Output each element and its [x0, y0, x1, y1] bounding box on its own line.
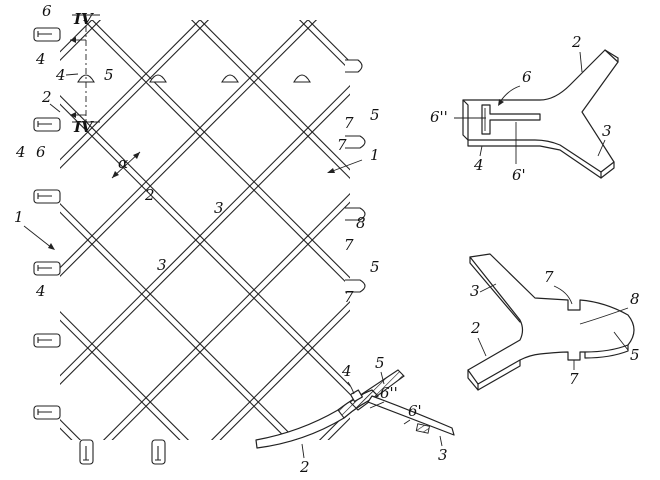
mesh-strip-descending — [60, 20, 243, 440]
mesh-strip-descending — [0, 0, 26, 480]
mesh-strip-ascending — [60, 20, 247, 440]
clip-slot — [37, 193, 52, 199]
label-5-detail2: 5 — [630, 346, 640, 364]
clip-slot — [37, 337, 52, 343]
label-4-lower: 4 — [35, 282, 46, 300]
mesh-strip-descending — [60, 20, 139, 440]
label-7-r3b: 7 — [344, 288, 354, 306]
label-6-top: 6 — [42, 2, 52, 20]
mesh-strip-ascending — [60, 20, 243, 440]
mesh-strip-descending — [153, 20, 350, 440]
clip-slot — [37, 409, 52, 415]
edge-clip-head — [345, 207, 366, 221]
section-line-iv: IV IV — [70, 10, 100, 136]
mesh-strip-ascending — [478, 0, 660, 480]
label-4-mid: 4 — [55, 66, 66, 84]
mesh-strip-ascending — [0, 0, 30, 480]
detail-clip-loop: 2 6 6'' 4 6' 3 — [430, 33, 619, 184]
label-6dd-section: 6'' — [380, 384, 398, 402]
label-2-section: 2 — [299, 458, 310, 476]
clip-slot — [37, 265, 52, 271]
label-7-r3a: 7 — [344, 236, 354, 254]
clip-slot — [37, 31, 52, 37]
label-7-r1b: 7 — [337, 136, 347, 154]
label-6d-detail1: 6' — [512, 166, 526, 184]
clip-slot — [155, 446, 161, 461]
angle-alpha-dimension: α — [111, 151, 141, 179]
clip-head-top — [293, 74, 311, 83]
label-7-detail2b: 7 — [569, 370, 579, 388]
detail-section-iv: 5 4 6'' 6' 2 3 — [255, 354, 455, 476]
edge-clip-head — [345, 279, 366, 293]
clip-head-top — [221, 74, 239, 83]
label-6d-section: 6' — [408, 402, 422, 420]
mesh-strip-descending — [157, 20, 350, 440]
mesh-strip-descending — [60, 20, 350, 440]
edge-clip-head — [345, 135, 366, 149]
mesh-strip-descending — [478, 0, 660, 480]
label-1-right: 1 — [370, 146, 380, 164]
mesh-strip-descending — [60, 20, 350, 440]
label-3-detail1: 3 — [602, 122, 612, 140]
label-8-detail2: 8 — [630, 290, 640, 308]
label-3-detail2: 3 — [470, 282, 480, 300]
mesh-strip-ascending — [60, 20, 350, 440]
label-8-r2: 8 — [356, 214, 366, 232]
label-4-top: 4 — [35, 50, 46, 68]
mesh-strip-descending — [482, 0, 660, 480]
label-2-top: 2 — [41, 88, 52, 106]
label-section-iv-top: IV — [73, 10, 94, 28]
label-4-left: 4 — [15, 143, 26, 161]
mesh-strip-ascending — [60, 20, 135, 440]
label-2-detail2: 2 — [470, 319, 481, 337]
label-6-detail1: 6 — [522, 68, 532, 86]
edge-clip-head — [345, 59, 363, 73]
mesh-strip-descending — [60, 20, 247, 440]
mesh-strip-descending — [60, 20, 135, 440]
clip-slot — [83, 446, 89, 461]
label-4-detail1: 4 — [473, 156, 484, 174]
label-4-section: 4 — [341, 362, 352, 380]
label-3-mesh-lower: 3 — [157, 256, 167, 274]
mesh-strip-ascending — [60, 20, 350, 440]
mesh-strip-descending — [60, 20, 350, 440]
label-alpha: α — [118, 154, 128, 172]
label-1-left: 1 — [14, 208, 24, 226]
mesh-strip-descending — [60, 20, 350, 440]
mesh-strip-ascending — [153, 20, 350, 440]
label-5-section: 5 — [375, 354, 385, 372]
label-6-left: 6 — [36, 143, 46, 161]
mesh-strip-descending — [0, 0, 30, 480]
label-3-section: 3 — [438, 446, 448, 464]
mesh-strip-ascending — [60, 20, 350, 440]
detail-clip-head: 7 8 3 2 5 7 — [467, 253, 640, 391]
mesh-labels: 6 4 4 5 2 4 6 2 3 3 1 4 1 7 5 7 8 7 5 7 — [14, 2, 380, 306]
label-7-r1a: 7 — [344, 114, 354, 132]
label-7-detail2a: 7 — [544, 268, 554, 286]
label-3-mesh-upper: 3 — [214, 199, 224, 217]
mesh-strip-ascending — [0, 0, 26, 480]
clip-head-top — [149, 74, 167, 83]
mesh-strip-ascending — [60, 20, 139, 440]
label-6dd-detail1: 6'' — [430, 108, 448, 126]
mesh-strip-descending — [60, 20, 350, 440]
mesh-strip-ascending — [60, 20, 350, 440]
label-5-r3: 5 — [370, 258, 380, 276]
label-section-iv-bottom: IV — [73, 118, 94, 136]
label-2-detail1: 2 — [571, 33, 582, 51]
mesh-strip-ascending — [60, 20, 350, 440]
label-5-r1: 5 — [370, 106, 380, 124]
label-2-mesh: 2 — [144, 186, 155, 204]
mesh-strip-ascending — [157, 20, 350, 440]
mesh-strip-descending — [60, 20, 350, 440]
mesh-strip-ascending — [60, 20, 350, 440]
label-5-top: 5 — [104, 66, 114, 84]
clip-slot — [37, 121, 52, 127]
mesh-strip-ascending — [482, 0, 660, 480]
